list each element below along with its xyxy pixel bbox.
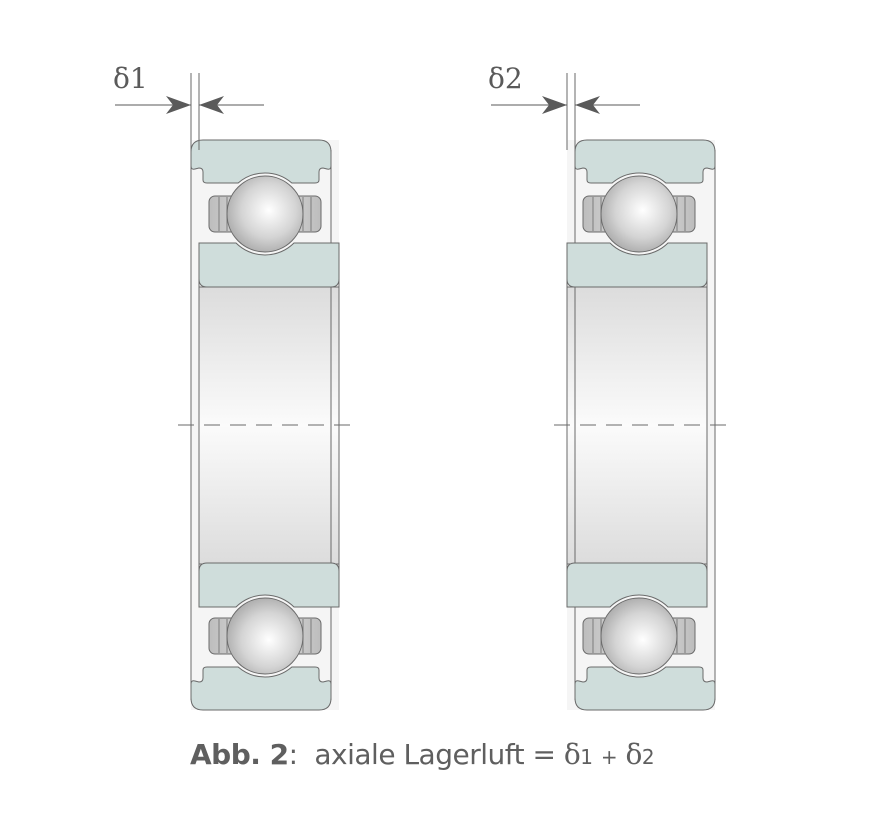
ball: [600, 175, 678, 253]
inner-ring: [566, 562, 708, 608]
arrow-left-icon: [199, 96, 224, 114]
arrow-right-icon: [166, 96, 191, 114]
outer-ring: [190, 666, 332, 711]
caption-plus: +: [600, 745, 618, 769]
caption-separator: :: [288, 738, 298, 771]
delta1-label: δ1: [113, 62, 148, 95]
ball: [226, 175, 304, 253]
ball: [226, 597, 304, 675]
caption-delta1-index: 1: [580, 745, 593, 769]
outer-ring: [574, 139, 716, 184]
bearing-top-section: [190, 139, 340, 288]
caption-delta1: δ: [563, 738, 581, 771]
bearing-bottom-section: [566, 562, 716, 711]
outer-ring: [190, 139, 332, 184]
caption-delta2: δ: [625, 738, 643, 771]
ball: [600, 597, 678, 675]
arrow-right-icon: [542, 96, 567, 114]
arrow-left-icon: [575, 96, 600, 114]
inner-ring: [198, 242, 340, 288]
bearing-bottom-section: [190, 562, 340, 711]
delta2-label: δ2: [488, 62, 523, 95]
outer-ring: [574, 666, 716, 711]
delta1-dimension: [115, 73, 264, 150]
inner-ring: [566, 242, 708, 288]
delta2-dimension: [491, 73, 640, 150]
bearing-top-section: [566, 139, 716, 288]
figure-caption: Abb. 2: axiale Lagerluft = δ1 + δ2: [190, 738, 655, 771]
bearing-right: [554, 139, 735, 711]
figure-number: Abb. 2: [190, 738, 289, 771]
caption-text: axiale Lagerluft =: [314, 738, 556, 771]
caption-delta2-index: 2: [641, 745, 655, 769]
inner-ring: [198, 562, 340, 608]
bearing-left: [178, 139, 359, 711]
